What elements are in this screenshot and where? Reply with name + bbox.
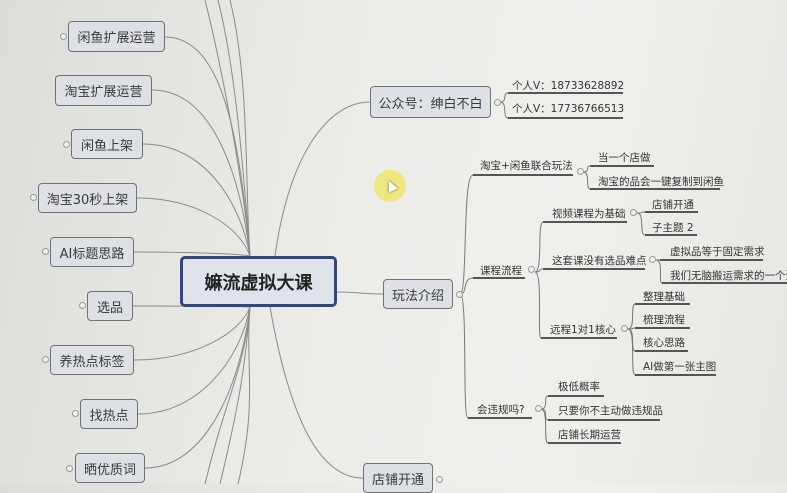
branch <box>540 408 549 444</box>
offscreen-connector <box>204 306 251 484</box>
leaf-low-probability[interactable]: 极低概率 <box>558 381 600 393</box>
leaf-sort-process[interactable]: 梳理流程 <box>643 314 685 326</box>
wechat-connector <box>274 101 371 257</box>
collapse-circle-icon[interactable] <box>528 266 535 273</box>
collapse-circle-icon[interactable] <box>494 99 501 106</box>
offscreen-connector <box>219 306 251 484</box>
topic-taobao-expand[interactable]: 淘宝扩展运营 <box>55 75 152 106</box>
offscreen-connector <box>217 0 251 257</box>
left-connector <box>151 89 251 257</box>
subtopic-taobao-xianyu[interactable]: 淘宝+闲鱼联合玩法 <box>480 160 573 172</box>
central-topic[interactable]: 嫲流虚拟大课 <box>180 256 337 307</box>
branch <box>534 268 544 273</box>
expand-circle-icon[interactable] <box>436 476 443 483</box>
leaf-subtopic-2[interactable]: 子主题 2 <box>652 222 694 234</box>
topic-xianyu-listing[interactable]: 闲鱼上架 <box>71 129 143 159</box>
topic-store[interactable]: 店铺开通 <box>363 463 433 493</box>
branch <box>534 271 542 339</box>
leaf-one-store[interactable]: 当一个店做 <box>598 152 651 164</box>
topic-wechat[interactable]: 公众号：绅白不白 <box>370 86 491 118</box>
leaf-core-ideas[interactable]: 核心思路 <box>643 337 685 349</box>
topic-xianyu-expand[interactable]: 闲鱼扩展运营 <box>68 21 165 52</box>
leaf-copy-to-xianyu[interactable]: 淘宝的品会一键复制到闲鱼 <box>598 176 724 188</box>
branch <box>540 395 549 410</box>
collapse-circle-icon[interactable] <box>42 356 49 363</box>
topic-taobao-30s-listing[interactable]: 淘宝30秒上架 <box>38 183 137 213</box>
collapse-circle-icon[interactable] <box>30 194 37 201</box>
topic-find-hot[interactable]: 找热点 <box>80 399 138 429</box>
collapse-circle-icon[interactable] <box>60 33 67 40</box>
branch <box>627 328 636 376</box>
collapse-circle-icon[interactable] <box>79 302 86 309</box>
collapse-circle-icon[interactable] <box>649 256 656 263</box>
leaf-virtual-fixed-demand[interactable]: 虚拟品等于固定需求 <box>670 246 765 258</box>
branch <box>627 303 636 330</box>
leaf-long-term-operation[interactable]: 店铺长期运营 <box>558 429 621 441</box>
subtopic-remote-1on1[interactable]: 远程1对1核心 <box>550 324 616 336</box>
subtopic-video-course[interactable]: 视频课程为基础 <box>552 208 626 220</box>
topic-quality-words[interactable]: 晒优质词 <box>75 453 145 483</box>
subtopic-no-selection-difficulty[interactable]: 这套课没有选品难点 <box>552 255 647 267</box>
branch <box>636 212 646 236</box>
subtopic-course-flow[interactable]: 课程流程 <box>480 265 522 277</box>
branch <box>459 174 474 295</box>
branch <box>499 92 509 103</box>
gameplay-connector <box>336 291 384 295</box>
collapse-circle-icon[interactable] <box>42 248 49 255</box>
left-connector <box>144 306 251 469</box>
topic-hot-tags[interactable]: 养热点标签 <box>50 345 134 375</box>
collapse-circle-icon[interactable] <box>66 465 73 472</box>
branch <box>534 221 544 273</box>
branch <box>582 171 591 190</box>
topic-product-selection[interactable]: 选品 <box>87 291 133 321</box>
leaf-organize-basics[interactable]: 整理基础 <box>643 291 685 303</box>
left-connector <box>133 251 251 257</box>
collapse-circle-icon[interactable] <box>535 405 542 412</box>
branch <box>655 259 663 284</box>
left-connector <box>133 306 251 361</box>
branch <box>459 293 469 419</box>
cursor-highlight <box>374 170 406 202</box>
offscreen-connector <box>204 0 251 257</box>
collapse-circle-icon[interactable] <box>630 209 637 216</box>
wechat-contact-1: 个人V：18733628892 <box>512 80 625 92</box>
collapse-circle-icon[interactable] <box>621 325 628 332</box>
left-connector <box>136 197 251 257</box>
store-connector <box>269 306 364 479</box>
branch <box>499 101 509 119</box>
collapse-circle-icon[interactable] <box>577 168 584 175</box>
leaf-move-demand-flow[interactable]: 我们无脑搬运需求的一个流程 <box>670 270 787 282</box>
left-connector <box>142 143 251 257</box>
left-connector <box>164 36 251 257</box>
branch <box>582 165 591 173</box>
collapse-circle-icon[interactable] <box>63 141 70 148</box>
topic-gameplay[interactable]: 玩法介绍 <box>383 279 453 309</box>
subtopic-violation[interactable]: 会违规吗? <box>477 404 525 416</box>
wechat-contact-2: 个人V：17736766513 <box>512 103 625 115</box>
left-connector <box>137 306 251 415</box>
offscreen-connector <box>237 306 251 484</box>
collapse-circle-icon[interactable] <box>72 410 79 417</box>
collapse-circle-icon[interactable] <box>456 291 463 298</box>
offscreen-connector <box>229 0 251 257</box>
leaf-no-violating-products[interactable]: 只要你不主动做违规品 <box>558 405 663 417</box>
topic-ai-title[interactable]: AI标题思路 <box>50 237 134 267</box>
leaf-ai-main-image[interactable]: AI做第一张主图 <box>643 361 717 373</box>
leaf-store-open[interactable]: 店铺开通 <box>652 199 694 211</box>
